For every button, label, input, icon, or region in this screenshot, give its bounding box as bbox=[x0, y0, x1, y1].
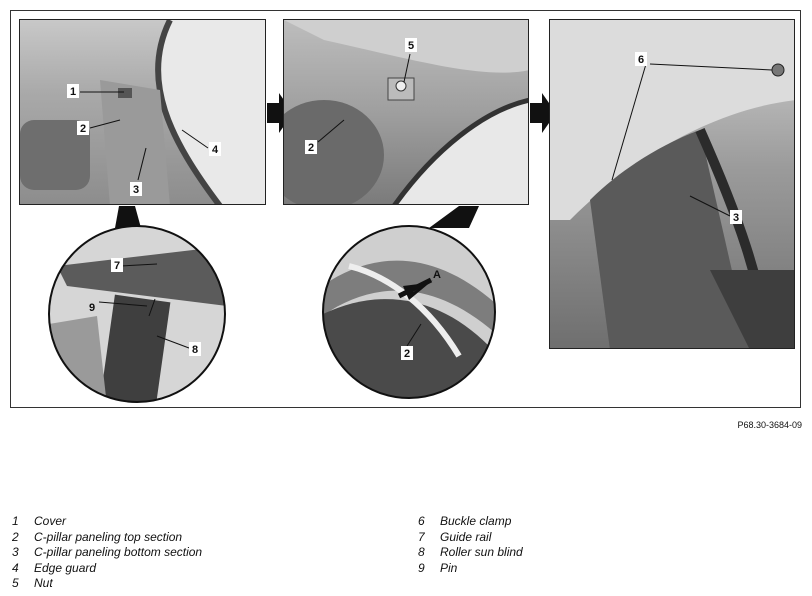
callout-2c: 2 bbox=[404, 348, 410, 360]
photo-1-drawing: 1 2 3 4 bbox=[20, 20, 265, 204]
zoom-detail-guide-rail: 7 9 8 bbox=[48, 206, 226, 403]
callout-7: 7 bbox=[114, 260, 120, 272]
arrow-right-icon bbox=[267, 93, 293, 133]
callout-3b: 3 bbox=[733, 212, 739, 224]
figure-reference: P68.30-3684-09 bbox=[737, 420, 802, 430]
callout-4: 4 bbox=[212, 144, 219, 156]
callout-2b: 2 bbox=[308, 142, 314, 154]
callout-2: 2 bbox=[80, 123, 86, 135]
callout-5: 5 bbox=[408, 40, 414, 52]
arrow-right-icon bbox=[530, 93, 556, 133]
photo-2-drawing: 5 2 bbox=[284, 20, 528, 204]
callout-9: 9 bbox=[89, 302, 95, 314]
photo-3-drawing: 6 3 bbox=[550, 20, 794, 348]
callout-8: 8 bbox=[192, 344, 198, 356]
callout-1: 1 bbox=[70, 86, 76, 98]
zoom-detail-clip-a: A 2 bbox=[322, 206, 496, 399]
illustration-frame: 1 2 3 4 5 2 bbox=[10, 10, 801, 408]
callout-6: 6 bbox=[638, 54, 644, 66]
callout-3: 3 bbox=[133, 184, 139, 196]
photo-upper-paneling: 5 2 bbox=[283, 19, 529, 205]
callout-a: A bbox=[433, 269, 441, 281]
photo-buckle-clamp: 6 3 bbox=[549, 19, 795, 349]
photo-c-pillar-overview: 1 2 3 4 bbox=[19, 19, 266, 205]
